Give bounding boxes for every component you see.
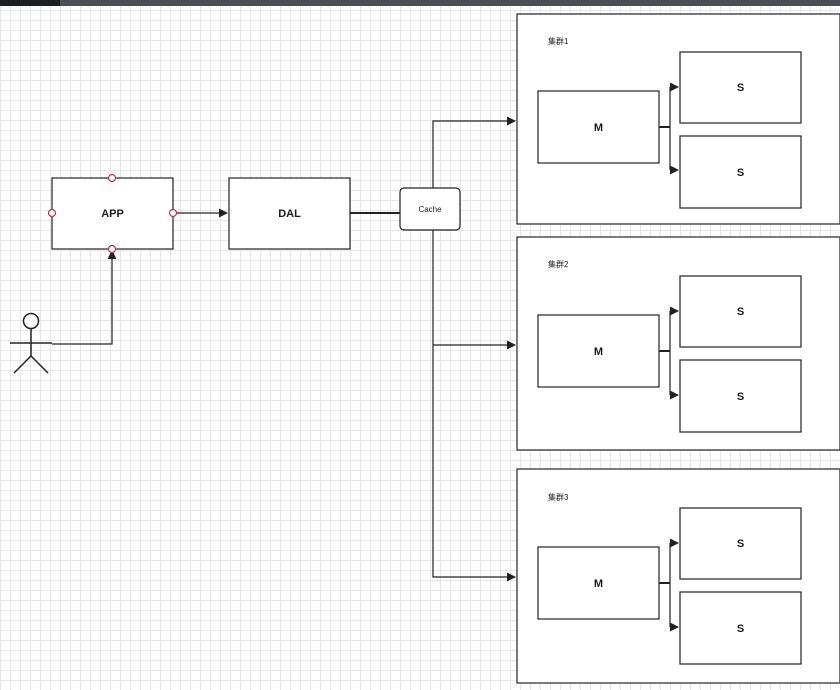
user-actor-icon[interactable] (10, 312, 52, 374)
cache-node[interactable]: Cache (399, 187, 461, 231)
slave-label: S (737, 167, 744, 179)
master-node[interactable]: M (537, 546, 660, 620)
cluster-title: 集群1 (548, 36, 569, 46)
master-label: M (594, 122, 603, 134)
slave-label: S (737, 306, 744, 318)
connection-point-icon[interactable] (168, 208, 178, 218)
slave-label: S (737, 538, 744, 550)
editor-top-bar (0, 0, 840, 6)
cluster-title: 集群3 (548, 492, 569, 502)
slave-node[interactable]: S (679, 507, 802, 580)
master-node[interactable]: M (537, 314, 660, 388)
cluster-3[interactable]: 集群3 M S S (516, 468, 840, 684)
connection-point-icon[interactable] (107, 173, 117, 183)
cluster-1[interactable]: 集群1 M S S (516, 13, 840, 225)
cache-label: Cache (418, 205, 442, 214)
cache-to-cluster1-connector[interactable] (432, 116, 516, 188)
slave-node[interactable]: S (679, 591, 802, 665)
cluster-title: 集群2 (548, 259, 569, 269)
slave-node[interactable]: S (679, 135, 802, 209)
slave-node[interactable]: S (679, 275, 802, 348)
cache-to-cluster3-connector[interactable] (432, 230, 516, 582)
slave-node[interactable]: S (679, 51, 802, 124)
slave-node[interactable]: S (679, 359, 802, 433)
master-node[interactable]: M (537, 90, 660, 164)
cluster-2[interactable]: 集群2 M S S (516, 236, 840, 451)
user-to-app-connector[interactable] (52, 250, 117, 345)
app-node[interactable]: APP (47, 173, 178, 254)
slave-label: S (737, 82, 744, 94)
dal-node[interactable]: DAL (228, 177, 351, 250)
slave-label: S (737, 391, 744, 403)
master-label: M (594, 578, 603, 590)
dal-label: DAL (278, 208, 301, 220)
connection-point-icon[interactable] (107, 244, 117, 254)
connection-point-icon[interactable] (47, 208, 57, 218)
app-label: APP (101, 208, 124, 220)
master-label: M (594, 346, 603, 358)
editor-top-bar-segment (0, 0, 60, 6)
slave-label: S (737, 623, 744, 635)
